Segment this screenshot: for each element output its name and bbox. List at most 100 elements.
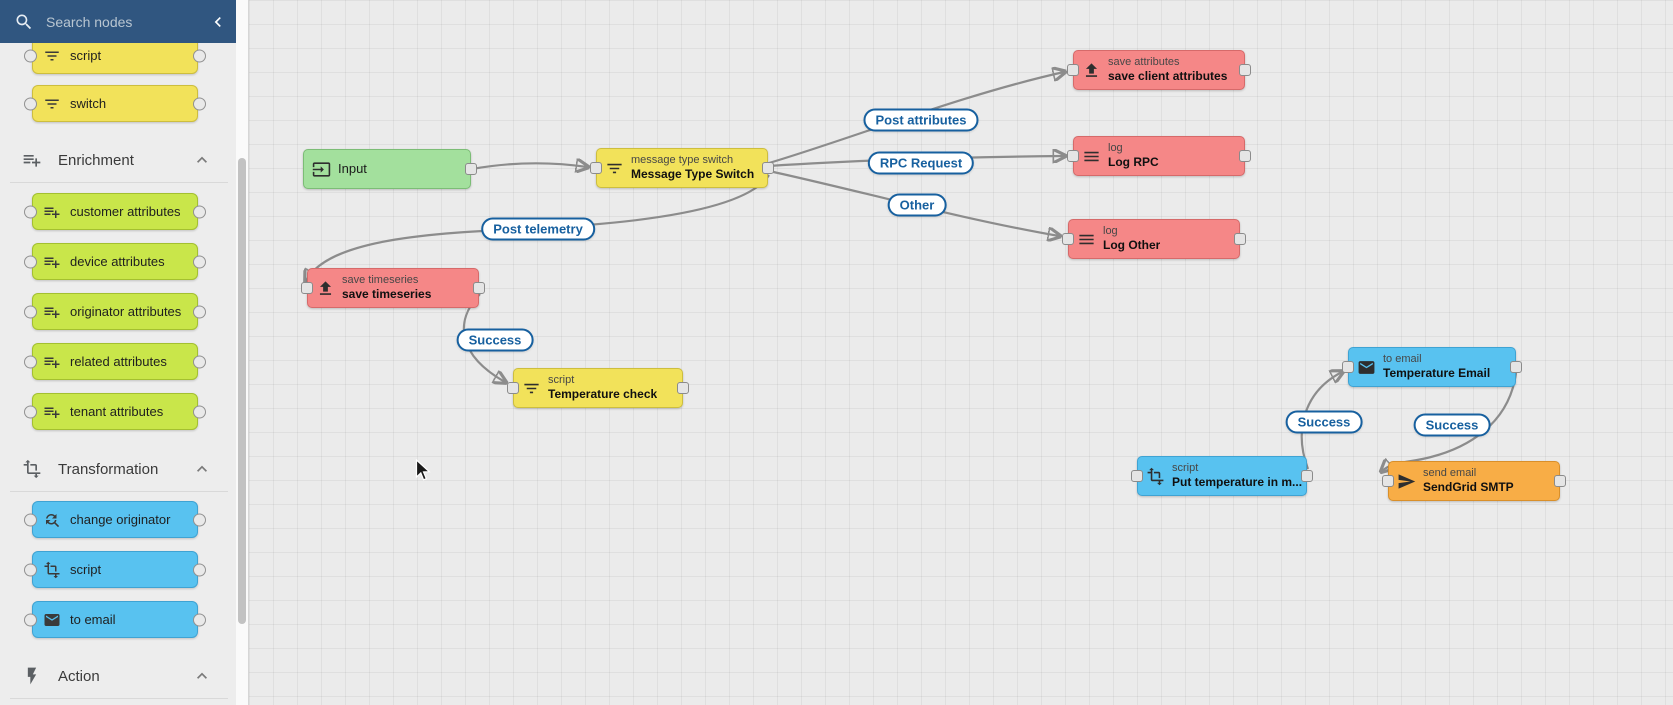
palette-node-change-originator[interactable]: change originator — [24, 501, 206, 538]
palette-node-label: switch — [70, 96, 107, 111]
output-port[interactable] — [762, 162, 774, 174]
input-port[interactable] — [1062, 233, 1074, 245]
output-port[interactable] — [1234, 233, 1246, 245]
node-input[interactable]: Input — [303, 149, 477, 189]
connection-port[interactable] — [193, 255, 206, 268]
input-port[interactable] — [1131, 470, 1143, 482]
chevron-up-icon[interactable] — [192, 666, 212, 686]
output-port[interactable] — [465, 163, 477, 175]
input-port[interactable] — [1067, 64, 1079, 76]
output-port[interactable] — [1510, 361, 1522, 373]
search-input[interactable] — [44, 12, 204, 31]
output-port[interactable] — [1301, 470, 1313, 482]
connection-port[interactable] — [24, 97, 37, 110]
connection-port[interactable] — [193, 563, 206, 576]
section-header-action[interactable]: Action — [0, 655, 236, 699]
output-port[interactable] — [1239, 150, 1251, 162]
connection-port[interactable] — [193, 613, 206, 626]
node-name: Input — [338, 161, 367, 177]
output-port[interactable] — [677, 382, 689, 394]
edge-label-success[interactable]: Success — [1413, 413, 1491, 437]
palette-node-switch[interactable]: switch — [24, 85, 206, 122]
node-type-label: log — [1108, 142, 1123, 155]
connection-port[interactable] — [24, 305, 37, 318]
connection-port[interactable] — [24, 255, 37, 268]
connection-port[interactable] — [193, 97, 206, 110]
connection-port[interactable] — [24, 613, 37, 626]
palette-node-label: tenant attributes — [70, 404, 164, 419]
palette-node-tenant-attributes[interactable]: tenant attributes — [24, 393, 206, 430]
connection-port[interactable] — [24, 49, 37, 62]
edge-label-rpc-request[interactable]: RPC Request — [867, 151, 975, 175]
connection-port[interactable] — [24, 513, 37, 526]
palette-node-label: script — [70, 48, 102, 63]
connection-port[interactable] — [24, 355, 37, 368]
section-header-transformation[interactable]: Transformation — [0, 448, 236, 492]
palette-node-originator-attributes[interactable]: originator attributes — [24, 293, 206, 330]
node-name: Temperature Email — [1383, 366, 1491, 381]
input-port[interactable] — [1342, 361, 1354, 373]
connection-port[interactable] — [24, 205, 37, 218]
palette-node-script[interactable]: script — [24, 43, 206, 74]
playlist-add-icon — [43, 203, 61, 221]
input-port[interactable] — [301, 282, 313, 294]
palette-node-script[interactable]: script — [24, 551, 206, 588]
chevron-up-icon[interactable] — [192, 459, 212, 479]
edge-input-to-message-type-switch[interactable] — [471, 163, 587, 169]
upload-icon — [316, 279, 335, 298]
connection-port[interactable] — [193, 305, 206, 318]
palette-node-label: to email — [70, 612, 116, 627]
input-port[interactable] — [1067, 150, 1079, 162]
palette-node-related-attributes[interactable]: related attributes — [24, 343, 206, 380]
input-port[interactable] — [507, 382, 519, 394]
palette-scrollbar-thumb[interactable] — [238, 158, 246, 624]
edge-label-success[interactable]: Success — [1285, 410, 1363, 434]
playlist-add-icon — [43, 253, 61, 271]
edge-label-other[interactable]: Other — [887, 193, 947, 217]
node-name: Put temperature in m... — [1172, 475, 1303, 490]
palette-scrollbar-track[interactable] — [236, 0, 249, 705]
change-originator-icon — [43, 511, 61, 529]
palette-node-label: originator attributes — [70, 304, 182, 319]
section-label: Enrichment — [58, 151, 134, 169]
output-port[interactable] — [1554, 475, 1566, 487]
output-port[interactable] — [473, 282, 485, 294]
section-header-enrichment[interactable]: Enrichment — [0, 139, 236, 183]
palette-node-device-attributes[interactable]: device attributes — [24, 243, 206, 280]
node-type-label: message type switch — [631, 154, 734, 167]
connection-port[interactable] — [24, 563, 37, 576]
input-port[interactable] — [1382, 475, 1394, 487]
connection-port[interactable] — [193, 49, 206, 62]
palette-node-customer-attributes[interactable]: customer attributes — [24, 193, 206, 230]
connection-port[interactable] — [24, 405, 37, 418]
node-type-label: script — [548, 374, 575, 387]
edge-label-post-telemetry[interactable]: Post telemetry — [481, 217, 595, 241]
playlist-add-icon — [43, 353, 61, 371]
connection-port[interactable] — [193, 355, 206, 368]
collapse-sidebar-button[interactable] — [208, 12, 228, 32]
node-name: SendGrid SMTP — [1423, 480, 1514, 495]
palette-node-to-email[interactable]: to email — [24, 601, 206, 638]
connection-port[interactable] — [193, 205, 206, 218]
edge-label-success[interactable]: Success — [456, 328, 534, 352]
input-port[interactable] — [590, 162, 602, 174]
output-port[interactable] — [1239, 64, 1251, 76]
chevron-up-icon[interactable] — [192, 150, 212, 170]
menu-icon — [1077, 230, 1096, 249]
edge-label-post-attributes[interactable]: Post attributes — [863, 108, 979, 132]
connection-port[interactable] — [193, 513, 206, 526]
filter-icon — [605, 159, 624, 178]
connection-port[interactable] — [193, 405, 206, 418]
